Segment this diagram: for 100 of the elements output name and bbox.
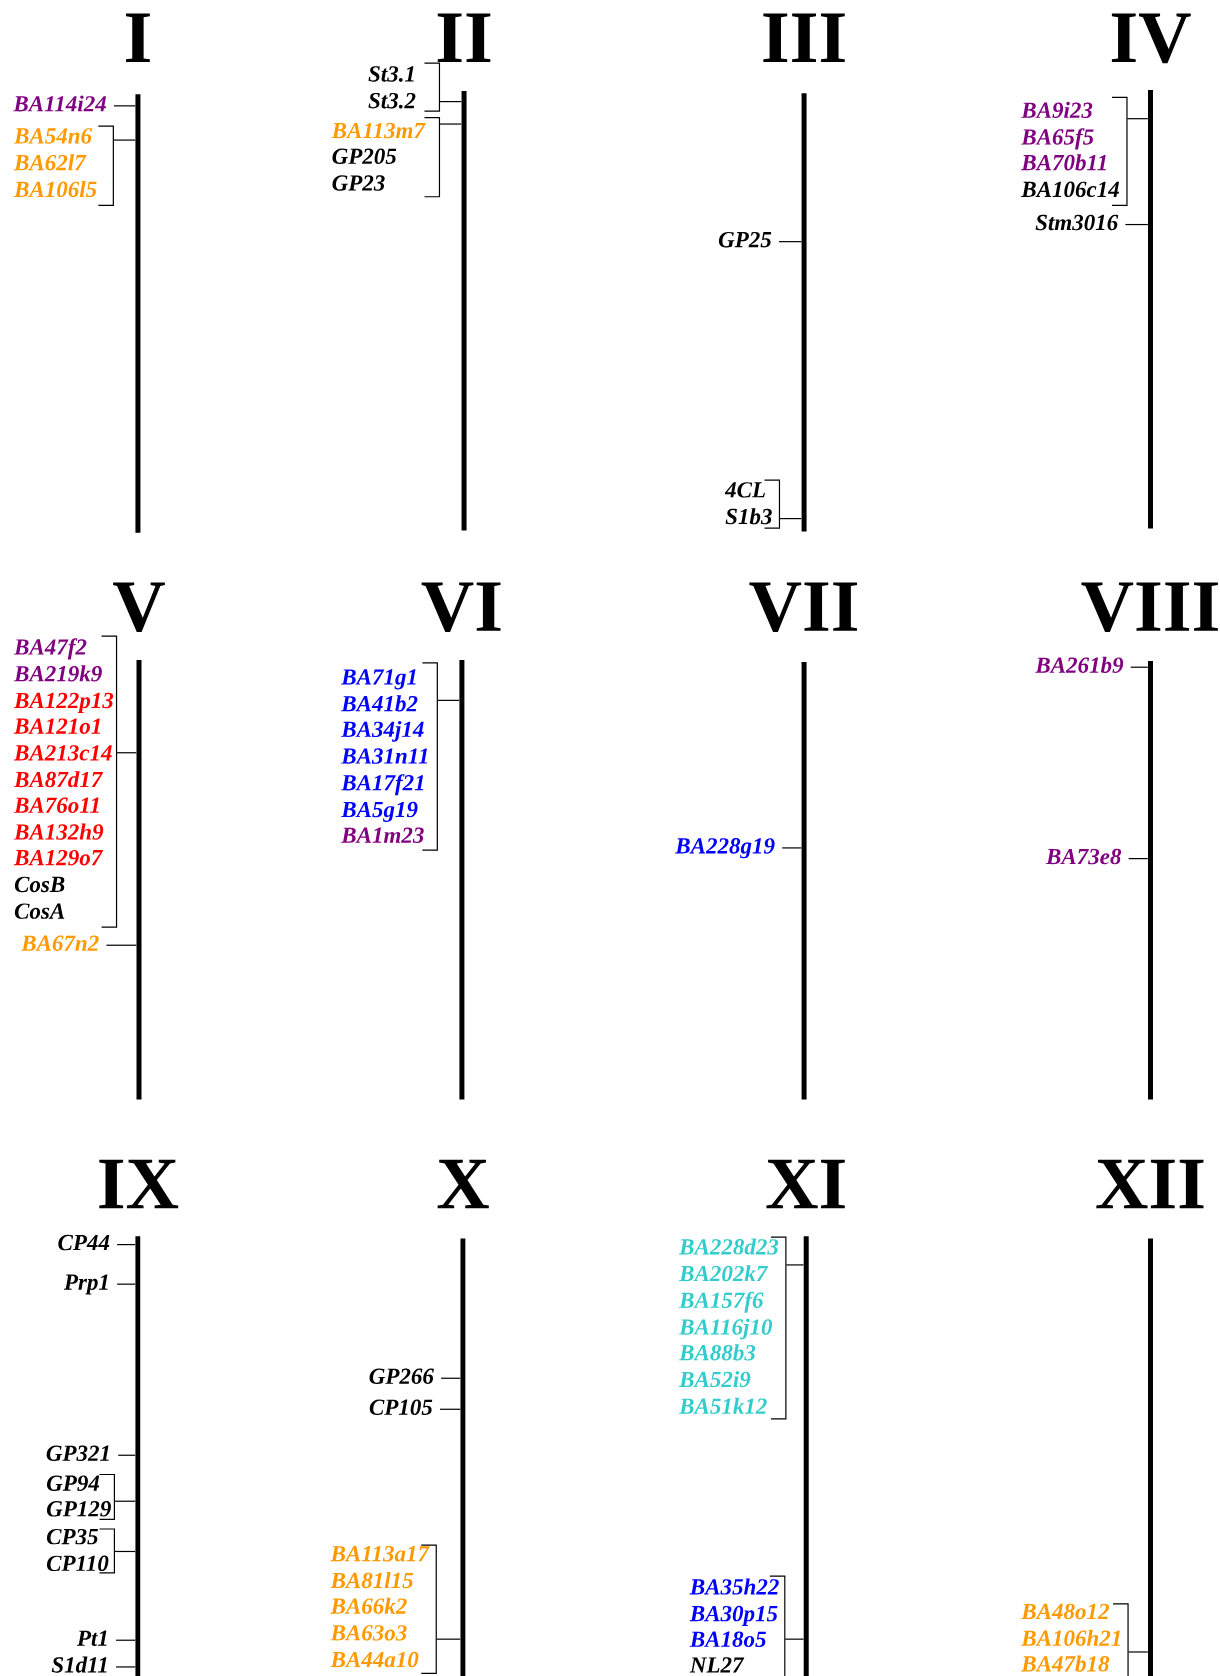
marker-label: BA5g19 [341,801,418,822]
marker-label: BA228d23 [678,1238,779,1255]
marker-label: NL27 [689,1657,745,1673]
marker-label: BA54n6 [13,128,93,144]
marker-label: BA106l5 [13,180,97,198]
marker-label: BA113m7 [331,122,426,139]
node-label: VI [421,582,501,632]
marker-label: BA219k9 [13,665,102,682]
node-label: VIII [1081,582,1218,632]
marker-label: BA157f6 [678,1291,764,1313]
marker-label: GP205 [332,148,397,164]
node-label: XII [1096,1159,1204,1209]
leader-line [784,1638,805,1640]
marker-label: BA228g19 [675,838,775,859]
leader-line [1127,1651,1149,1653]
bracket [423,62,441,112]
marker-label: BA41b2 [341,695,418,712]
marker-label: BA76o11 [13,797,99,813]
marker-label: BA51k12 [678,1397,767,1414]
leader-line [114,1550,136,1553]
marker-label: BA122p13 [13,692,114,713]
node-label: VII [749,582,858,632]
leader-line [436,1638,461,1640]
marker-label: BA47f2 [13,638,87,660]
marker-label: BA106c14 [1021,181,1119,198]
chromosome-bar: I [126,13,150,533]
node-label: IX [99,1159,179,1209]
marker-label: BA9i23 [1021,101,1093,118]
marker-label: BA88b3 [678,1344,756,1361]
chromosome-bar: X [437,1159,489,1676]
marker-label: St3.1 [368,66,414,82]
marker-label: Stm3016 [1035,214,1119,231]
node-label: III [763,13,845,63]
marker-label: CP105 [369,1399,433,1415]
leader-line [1126,118,1149,120]
marker-label: BA114i24 [13,95,107,112]
marker-label: GP129 [46,1501,111,1517]
marker-label: BA62l7 [13,154,87,171]
node-label: II [437,13,491,63]
marker-label: CP110 [46,1555,109,1572]
marker-label: BA113a17 [330,1546,430,1562]
marker-label: BA30p15 [689,1605,778,1627]
chromosome-bar: V [113,582,165,1100]
marker-label: BA44a10 [330,1651,419,1668]
node-label: V [113,582,165,632]
marker-label: BA71g1 [341,669,416,690]
marker-label: BA81l15 [330,1572,414,1589]
marker-label: BA87d17 [13,771,104,788]
marker-label: BA31n11 [341,748,428,764]
marker-label: BA52i9 [678,1371,751,1388]
leader-line [785,1264,805,1266]
marker-label: GP94 [46,1475,100,1491]
marker-label: BA17f21 [341,774,424,796]
marker-label: BA116j10 [678,1318,773,1340]
marker-label: BA63o3 [330,1625,407,1641]
marker-label: GP23 [332,175,385,191]
marker-label: BA73e8 [1045,848,1122,865]
marker-label: BA1m23 [341,827,424,843]
leader-line [114,1500,136,1502]
marker-label: BA48o12 [1021,1603,1109,1620]
node-label: X [437,1159,489,1209]
marker-label: BA121o1 [13,718,100,734]
marker-label: BA47b18 [1021,1655,1110,1672]
marker-label: BA261b9 [1035,656,1124,673]
leader-line [779,518,802,520]
marker-label: GP25 [718,231,772,248]
marker-label: BA213c14 [13,745,112,761]
marker-label: St3.2 [368,92,416,109]
marker-label: BA34j14 [341,720,424,742]
leader-line [439,101,462,103]
node-label: XI [766,1159,845,1209]
marker-label: S1b3 [725,508,772,525]
marker-label: CosA [14,903,65,919]
marker-label: BA18o5 [689,1631,766,1647]
marker-label: BA202k7 [678,1265,769,1282]
marker-label: Prp1 [63,1274,108,1295]
leader-line [113,139,136,141]
marker-label: BA106h21 [1021,1629,1120,1646]
marker-label: GP321 [46,1445,109,1461]
marker-label: CosB [14,876,65,893]
leader-line [437,699,460,701]
marker-label: CP35 [46,1528,98,1545]
marker-label: BA132h9 [13,823,104,840]
chromosome-bar: II [437,13,491,531]
marker-label: S1d11 [51,1656,107,1673]
marker-label: BA67n2 [21,935,99,951]
marker-label: 4CL [724,482,765,498]
bracket [97,125,114,206]
marker-label: CP44 [58,1234,110,1251]
marker-label: GP266 [369,1368,434,1384]
marker-label: BA35h22 [689,1578,779,1595]
leader-line [439,123,462,125]
node-label: I [126,13,150,63]
marker-label: BA65f5 [1021,128,1094,150]
leader-line [116,752,137,754]
marker-label: Pt1 [76,1630,107,1646]
node-label: IV [1111,13,1191,64]
marker-label: BA129o7 [13,849,104,866]
marker-label: BA66k2 [330,1597,407,1614]
marker-label: BA70b11 [1021,154,1106,171]
